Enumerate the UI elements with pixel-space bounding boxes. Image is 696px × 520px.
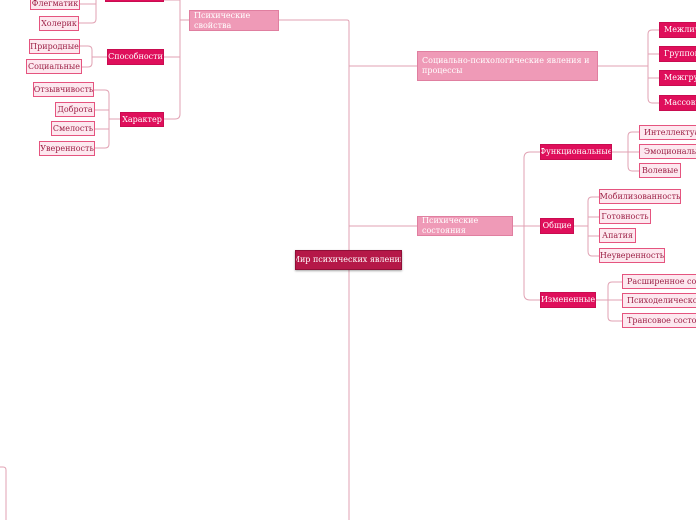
node-functional[interactable]: Функциональные [540,144,612,160]
node-altered[interactable]: Измененные [540,292,596,308]
leaf-intellectual[interactable]: Интеллектуал [639,125,696,140]
leaf-social[interactable]: Социальные [26,59,82,74]
root-node[interactable]: Мир психических явлений [295,250,402,270]
leaf-choleric[interactable]: Холерик [39,16,79,31]
node-general[interactable]: Общие [540,218,574,234]
leaf-phlegmatic[interactable]: Флегматик [30,0,80,10]
leaf-psychedelic[interactable]: Психоделическое с [622,293,696,308]
node-intergroup[interactable]: Межгру [659,70,696,86]
leaf-apathy[interactable]: Апатия [599,228,636,243]
node-social-phenomena[interactable]: Социально-психологические явления и проц… [417,51,598,81]
node-mass[interactable]: Массови [659,95,696,111]
node-character[interactable]: Характер [120,112,164,127]
leaf-responsiveness[interactable]: Отзывчивость [33,82,94,97]
node-abilities[interactable]: Способности [107,49,164,65]
leaf-courage[interactable]: Смелость [51,121,95,136]
leaf-emotional[interactable]: Эмоционалы [639,144,696,159]
leaf-natural[interactable]: Природные [29,39,80,54]
leaf-kindness[interactable]: Доброта [55,102,95,117]
node-mental-properties[interactable]: Психические свойства [189,10,279,31]
leaf-volitional[interactable]: Волевые [639,163,681,178]
leaf-mobilization[interactable]: Мобилизованность [599,189,681,204]
leaf-trance-state[interactable]: Трансовое состоян [622,313,696,328]
leaf-confidence[interactable]: Уверенность [39,141,95,156]
node-temperament[interactable] [105,0,164,2]
node-interpersonal[interactable]: Межлич [659,22,696,38]
leaf-uncertainty[interactable]: Неуверенность [599,248,665,263]
leaf-readiness[interactable]: Готовность [599,209,651,224]
node-mental-states[interactable]: Психические состояния [417,216,513,236]
node-group[interactable]: Группов [659,46,696,62]
leaf-expanded-state[interactable]: Расширенное состо [622,274,696,289]
